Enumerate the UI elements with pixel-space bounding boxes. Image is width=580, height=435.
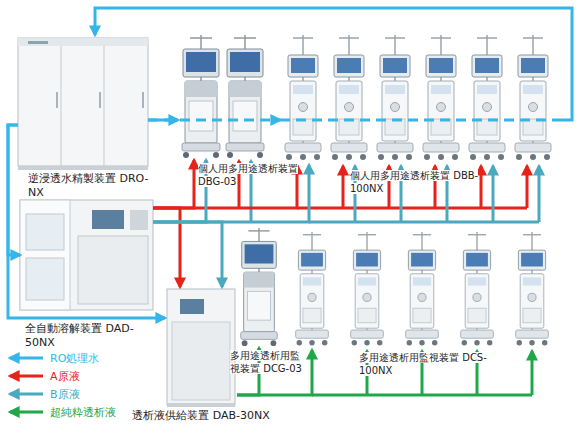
equipment-label: 全自動溶解装置 DAD- 50NX [25,322,134,349]
a-concentrate-branch [526,166,529,208]
pipe-connector [8,125,165,318]
legend-row: B原液 [6,385,116,403]
label-box: 逆浸透水精製装置 DRO- NX [28,172,153,200]
equipment-label: 透析液供給装置 DAB-30NX [132,409,270,422]
legend-sample [6,369,46,383]
dialysis-machine [285,35,321,160]
legend-row: A原液 [6,367,116,385]
b-concentrate-branch [538,166,541,222]
legend-sample [6,351,46,365]
equipment-label: 多用途透析用監 視装置 DCG-03 [230,350,302,374]
legend-box: RO処理水 A原液 B原液超純粋透析液 [6,349,116,421]
label-box: 透析液供給装置 DAB-30NX [115,409,287,423]
label-box: 個人用多用途透析装置 DBB- 100NX [350,170,500,195]
dialysis-machine [226,35,264,158]
pipe-connector [153,222,222,287]
b-concentrate-branch [492,166,495,222]
legend-arrow [10,411,43,414]
monitoring-machine [461,232,494,345]
monitoring-machine [351,232,384,345]
control-display [92,210,124,229]
pipe-connector [8,125,20,255]
dialysis-machine [469,35,505,160]
dialysis-machine [515,35,551,160]
pipe-connector [95,8,572,120]
door-handle [99,92,101,108]
equipment-label: 個人用多用途透析装置 DBG-03 [198,163,298,187]
label-box: 個人用多用途透析装置 DBG-03 [198,163,303,188]
supply-cabinet [167,289,235,405]
ro-water-pipe [280,119,560,122]
door-split [61,46,62,166]
legend-text: RO処理水 [50,351,99,366]
tank-window [26,214,64,250]
cabinet-plinth [167,403,235,407]
monitoring-machine [241,228,277,346]
cabinet-plinth [18,166,148,170]
pipe-connector [153,208,180,287]
legend-row: RO処理水 [6,349,116,367]
equipment-node: 多用途透析用監 視装置 DCG-03 [236,228,282,348]
equipment-node: 個人用多用途透析装置 DBG-03 [178,35,268,160]
label-box: 多用途透析用監視装置 DCS- 100NX [359,352,509,377]
control-panel [130,210,148,230]
legend-text: A原液 [50,369,80,384]
door-split [104,46,105,166]
control-display [180,299,204,314]
monitoring-machine [516,232,549,345]
equipment-label: 逆浸透水精製装置 DRO- NX [28,172,149,199]
legend-row: 超純粋透析液 [6,403,116,421]
dialysate-branch [531,351,534,395]
door-handle [142,92,144,108]
a-concentrate-branch [480,166,483,208]
equipment-node: 全自動溶解装置 DAD- 50NX [20,200,153,312]
legend-sample [6,387,46,401]
cabinet-top [18,38,148,46]
monitoring-machine [406,232,439,345]
legend-sample [6,405,46,419]
logo-mark [28,41,48,44]
dialysis-machine [182,35,220,158]
ro-cabinet [18,38,148,166]
legend-arrow [10,375,43,378]
equipment-label: 多用途透析用監視装置 DCS- 100NX [359,352,487,376]
dialysis-machine [423,35,459,160]
dissolver-cabinet [20,200,153,310]
legend-arrow [10,393,43,396]
equipment-node: 個人用多用途透析装置 DBB- 100NX [280,35,560,165]
dialysis-machine [377,35,413,160]
tank-section [20,200,70,310]
supply-door [172,322,230,400]
legend-text: B原液 [50,387,80,402]
dissolver-door [78,236,148,304]
legend-arrow [10,357,43,360]
equipment-label: 個人用多用途透析装置 DBB- 100NX [350,170,478,194]
label-box: 全自動溶解装置 DAD- 50NX [25,322,150,350]
pipe-connector [148,119,280,122]
monitoring-machine [296,232,329,345]
equipment-node: 透析液供給装置 DAB-30NX [165,287,237,407]
equipment-node: 逆浸透水精製装置 DRO- NX [18,35,148,170]
pipe-connector [153,160,194,208]
label-box: 多用途透析用監 視装置 DCG-03 [230,350,306,375]
door-handle [56,92,58,108]
a-concentrate-branch [342,166,345,208]
tank-window [26,258,64,300]
b-concentrate-pipe [309,221,539,224]
equipment-node: 多用途透析用監視装置 DCS- 100NX [289,232,555,350]
legend-text: 超純粋透析液 [50,405,116,420]
dialysis-machine [331,35,367,160]
